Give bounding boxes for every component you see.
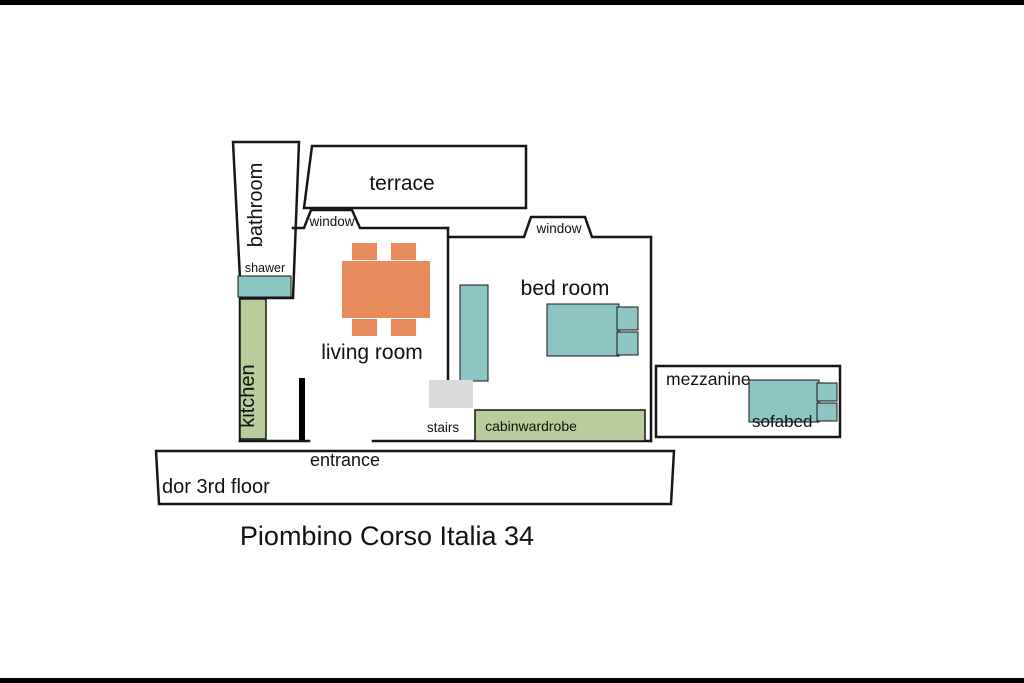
bathroom-room (231, 140, 301, 300)
cabin-wardrobe-label: cabinwardrobe (485, 418, 577, 434)
dining-chair-top-right (391, 243, 416, 260)
shower-unit (237, 275, 292, 298)
corridor-label: dor 3rd floor (162, 476, 270, 498)
bed-pillow-bottom (616, 331, 639, 356)
corridor-hall (154, 449, 676, 506)
bedroom-wardrobe (459, 284, 489, 382)
terrace-room (302, 144, 528, 210)
dining-chair-bottom-left (352, 319, 377, 336)
living-room-label: living room (321, 341, 423, 364)
bedroom-label: bed room (521, 277, 610, 300)
interior-wall-stub (299, 378, 305, 440)
stairs-label: stairs (427, 420, 460, 435)
kitchen-label: kitchen (237, 364, 259, 427)
mezzanine-label: mezzanine (666, 369, 751, 389)
plan-title: Piombino Corso Italia 34 (240, 521, 534, 551)
bottom-border-bar (0, 678, 1024, 683)
bed (546, 303, 620, 357)
kitchen-counter (239, 298, 267, 440)
terrace-label: terrace (369, 172, 434, 195)
window-label-bedroom: window (535, 221, 581, 236)
sofabed (748, 379, 820, 423)
top-border-bar (0, 0, 1024, 5)
cabin-wardrobe (474, 409, 646, 442)
living-room-top-wall (291, 208, 450, 230)
shower-label: shawer (245, 261, 285, 275)
sofabed-pillow-bottom (816, 402, 838, 422)
dining-chair-bottom-right (391, 319, 416, 336)
dining-table (342, 261, 430, 318)
bathroom-label: bathroom (245, 163, 267, 248)
bedroom-top-wall (446, 215, 653, 239)
stairs-area (429, 380, 473, 408)
sofabed-pillow-top (816, 382, 838, 402)
dining-chair-top-left (352, 243, 377, 260)
bed-pillow-top (616, 306, 639, 331)
sofabed-label: sofabed (752, 412, 813, 431)
entrance-label: entrance (310, 450, 380, 470)
window-label-living: window (308, 214, 354, 229)
